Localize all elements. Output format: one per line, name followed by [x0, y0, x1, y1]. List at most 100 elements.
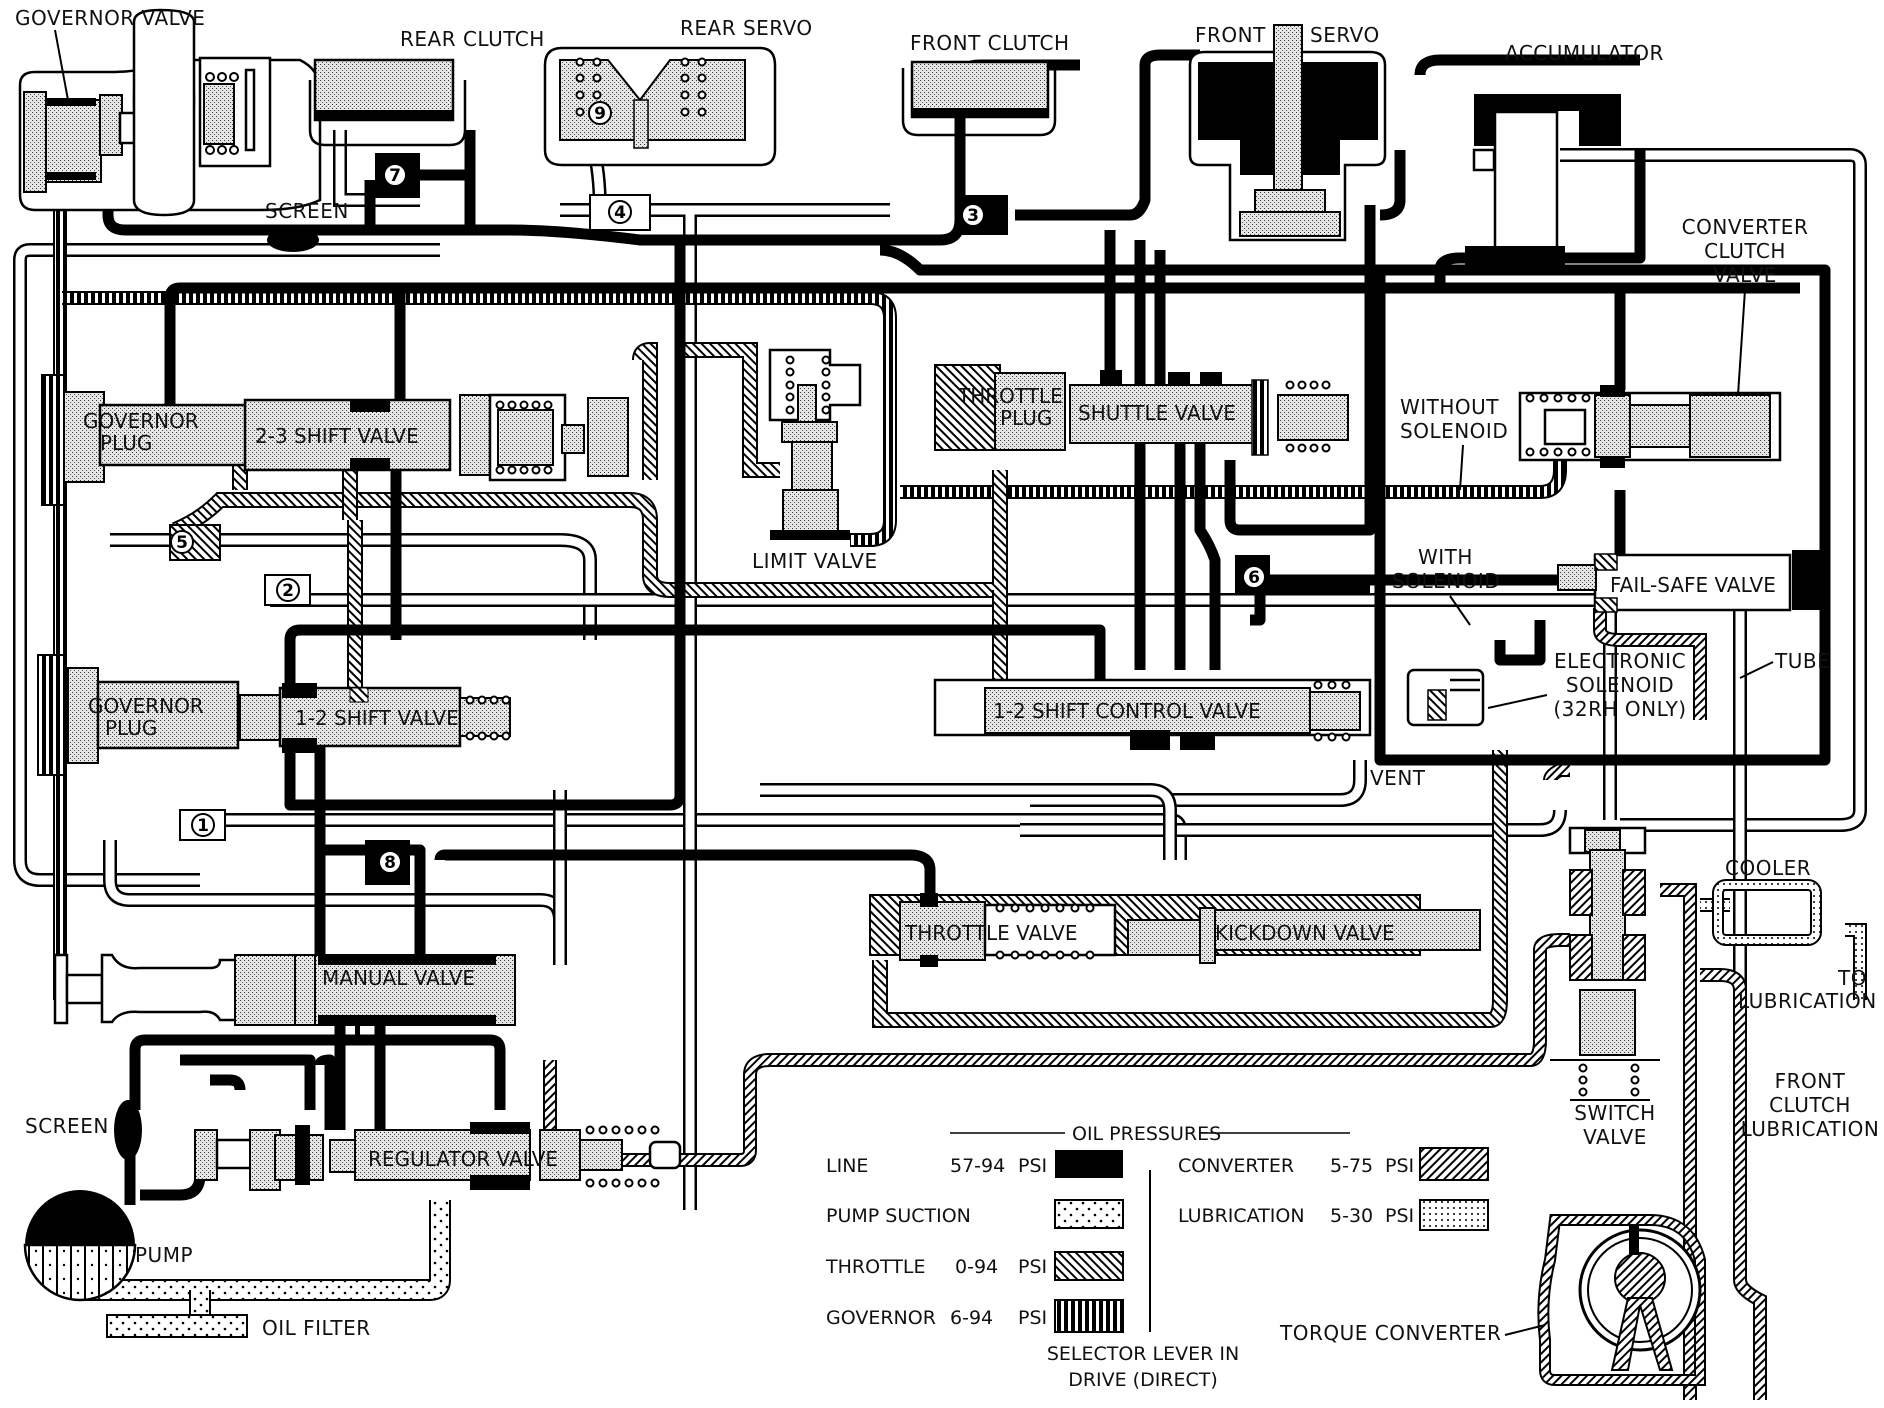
label-front-servo-right: SERVO — [1310, 23, 1380, 47]
label-torque-converter: TORQUE CONVERTER — [1279, 1321, 1501, 1345]
check-ball-label-7: 7 — [389, 166, 401, 186]
label-rear-servo: REAR SERVO — [680, 16, 813, 40]
label-electronic-solenoid-3: (32RH ONLY) — [1553, 697, 1686, 721]
legend-line-name: LINE — [826, 1155, 868, 1177]
electronic-solenoid — [1406, 668, 1485, 727]
shift-valve-23 — [243, 393, 629, 482]
legend-governor-name: GOVERNOR — [826, 1307, 936, 1329]
check-ball-9: 9 — [588, 101, 612, 125]
check-ball-label-8: 8 — [384, 853, 396, 873]
manual-valve — [53, 953, 516, 1026]
legend-title: OIL PRESSURES — [1072, 1123, 1221, 1145]
check-ball-label-1: 1 — [197, 816, 209, 836]
check-ball-6: 6 — [1235, 555, 1270, 595]
label-accumulator: ACCUMULATOR — [1505, 41, 1664, 65]
label-shift-23: 2-3 SHIFT VALVE — [255, 424, 419, 448]
label-limit-valve: LIMIT VALVE — [752, 549, 878, 573]
caption-line-1: SELECTOR LEVER IN — [1047, 1343, 1239, 1365]
label-governor-valve: GOVERNOR VALVE — [15, 6, 205, 30]
torque-converter — [1537, 1214, 1706, 1386]
front-clutch — [901, 60, 1057, 137]
legend-pump-suction-name: PUMP SUCTION — [826, 1205, 971, 1227]
switch-valve — [1550, 826, 1660, 1101]
caption-line-2: DRIVE (DIRECT) — [1068, 1369, 1218, 1391]
label-front-clutch-lub-1: FRONT — [1775, 1069, 1846, 1093]
legend-swatch-converter — [1419, 1147, 1489, 1181]
passages-pump-suction — [80, 1200, 451, 1320]
passages-line-pressure — [102, 49, 1831, 1205]
label-oil-filter: OIL FILTER — [262, 1316, 371, 1340]
legend-swatch-governor — [1054, 1299, 1124, 1333]
throttle-plug-shuttle-valve — [934, 364, 1349, 456]
legend-item-converter: CONVERTER 5-75 PSI — [1178, 1147, 1489, 1181]
check-ball-7: 7 — [375, 153, 420, 198]
label-with-solenoid-1: WITH — [1418, 545, 1473, 569]
legend-item-throttle: THROTTLE 0-94 PSI — [825, 1251, 1124, 1281]
legend-swatch-pump-suction — [1054, 1199, 1124, 1229]
check-ball-label-2: 2 — [282, 581, 294, 601]
shift-valve-12 — [239, 683, 511, 753]
check-ball-label-5: 5 — [176, 533, 188, 553]
label-converter-clutch-valve-3: VALVE — [1713, 263, 1777, 287]
limit-valve — [768, 348, 862, 540]
legend-governor-unit: PSI — [1018, 1307, 1047, 1329]
converter-clutch-valve — [1518, 385, 1782, 468]
label-switch-valve-1: SWITCH — [1574, 1101, 1655, 1125]
label-cooler: COOLER — [1725, 856, 1811, 880]
legend-line-unit: PSI — [1018, 1155, 1047, 1177]
label-governor-plug-upper-1: GOVERNOR — [83, 409, 199, 433]
legend-item-pump-suction: PUMP SUCTION — [826, 1199, 1124, 1229]
label-regulator-valve: REGULATOR VALVE — [368, 1147, 558, 1171]
check-ball-label-4: 4 — [614, 203, 626, 223]
screen-bottom — [114, 1100, 142, 1160]
rear-servo — [543, 46, 777, 167]
label-with-solenoid-2: SOLENOID — [1392, 569, 1500, 593]
label-fail-safe-valve: FAIL-SAFE VALVE — [1610, 573, 1776, 597]
label-converter-clutch-valve-2: CLUTCH — [1704, 239, 1786, 263]
label-switch-valve-2: VALVE — [1583, 1125, 1647, 1149]
label-screen-bottom: SCREEN — [25, 1114, 109, 1138]
label-electronic-solenoid-2: SOLENOID — [1566, 673, 1674, 697]
label-governor-plug-lower-2: PLUG — [105, 716, 157, 740]
legend-throttle-range: 0-94 — [955, 1256, 998, 1278]
label-governor-plug-upper-2: PLUG — [100, 431, 152, 455]
label-front-clutch: FRONT CLUTCH — [910, 31, 1069, 55]
legend-swatch-lubrication — [1419, 1199, 1489, 1231]
label-throttle-valve: THROTTLE VALVE — [904, 921, 1077, 945]
check-ball-8: 8 — [365, 840, 410, 885]
screen-top — [267, 228, 319, 252]
legend-lubrication-range: 5-30 — [1330, 1205, 1373, 1227]
check-ball-2: 2 — [264, 574, 311, 606]
regulator-valve — [194, 1122, 682, 1191]
check-ball-1: 1 — [179, 809, 226, 841]
label-electronic-solenoid-1: ELECTRONIC — [1554, 649, 1686, 673]
label-governor-plug-lower-1: GOVERNOR — [88, 694, 204, 718]
governor-plug-lower — [37, 654, 240, 776]
label-pump: PUMP — [135, 1243, 193, 1267]
legend-converter-unit: PSI — [1385, 1155, 1414, 1177]
check-ball-label-6: 6 — [1248, 568, 1260, 588]
check-ball-4: 4 — [589, 194, 651, 231]
label-rear-clutch: REAR CLUTCH — [400, 27, 545, 51]
label-to-lubrication-2: LUBRICATION — [1738, 989, 1877, 1013]
check-ball-3: 3 — [958, 195, 1008, 235]
governor-valve-assembly — [18, 8, 322, 217]
front-servo — [1188, 24, 1387, 242]
legend-item-lubrication: LUBRICATION 5-30 PSI — [1178, 1199, 1489, 1231]
oil-filter — [106, 1314, 248, 1338]
label-converter-clutch-valve-1: CONVERTER — [1682, 215, 1809, 239]
legend-governor-range: 6-94 — [950, 1307, 993, 1329]
legend-swatch-line — [1055, 1150, 1123, 1178]
label-without-solenoid-2: SOLENOID — [1400, 419, 1508, 443]
legend-swatch-throttle — [1054, 1251, 1124, 1281]
legend-throttle-name: THROTTLE — [825, 1256, 926, 1278]
label-shift-12: 1-2 SHIFT VALVE — [295, 706, 459, 730]
shift-control-valve-12 — [933, 678, 1372, 750]
label-to-lubrication-1: TO — [1837, 966, 1867, 990]
label-kickdown-valve: KICKDOWN VALVE — [1215, 921, 1395, 945]
label-front-servo-left: FRONT — [1195, 23, 1266, 47]
legend-item-governor: GOVERNOR 6-94 PSI — [826, 1299, 1124, 1333]
legend: OIL PRESSURES LINE 57-94 PSI PUMP SUCTIO… — [825, 1123, 1489, 1391]
fail-safe-valve — [1557, 550, 1822, 613]
